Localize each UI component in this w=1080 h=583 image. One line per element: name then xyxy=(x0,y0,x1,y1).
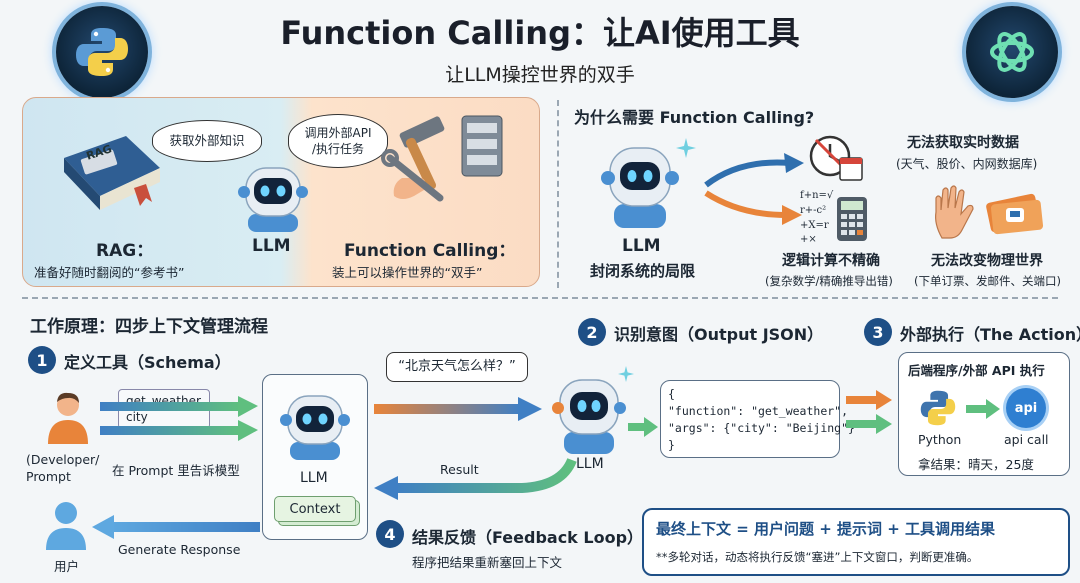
llm-center-label: LLM xyxy=(300,470,328,486)
step4-num: 4 xyxy=(384,524,396,544)
openai-logo-icon xyxy=(990,32,1034,72)
llm-label-top-right: LLM xyxy=(622,236,661,256)
item2-title: 逻辑计算不精确 xyxy=(782,253,880,269)
json-output-box xyxy=(660,380,840,458)
bubble-fc: 调用外部API /执行任务 xyxy=(288,114,388,168)
fc-desc: 装上可以操作世界的“双手” xyxy=(332,265,483,280)
step4-desc: 程序把结果重新塞回上下文 xyxy=(412,555,563,570)
llm-to-llm-arrow xyxy=(374,397,542,421)
json-line-3: "args": {"city": "Beijing"} xyxy=(668,421,855,435)
openai-logo-badge xyxy=(966,6,1058,98)
page-title: Function Calling：让AI使用工具 xyxy=(280,14,800,52)
step4-title: 结果反馈（Feedback Loop） xyxy=(412,528,644,547)
why-heading: 为什么需要 Function Calling? xyxy=(574,108,815,127)
exec-result: 拿结果：晴天，25度 xyxy=(918,457,1034,472)
item1-title: 无法获取实时数据 xyxy=(907,135,1019,151)
formula-line-4: +× xyxy=(800,234,817,245)
prompt-note: 在 Prompt 里告诉模型 xyxy=(112,463,240,478)
robot-icon-llm-right-top xyxy=(601,147,679,228)
step1-badge: 1 xyxy=(28,346,56,374)
step2-badge: 2 xyxy=(578,318,606,346)
api-call-label: api call xyxy=(1004,432,1049,447)
robot-icon-llm-top xyxy=(238,167,308,232)
server-icon xyxy=(461,115,503,177)
hammer-wrench-icon xyxy=(381,116,445,202)
python-logo-icon xyxy=(76,28,128,76)
item2-desc: (复杂数学/精确推导出错) xyxy=(765,274,893,288)
json-line-4: } xyxy=(668,438,675,452)
bubble-rag: 获取外部知识 xyxy=(152,120,262,162)
item1-desc: (天气、股价、内网数据库) xyxy=(896,157,1038,171)
item3-title: 无法改变物理世界 xyxy=(931,253,1043,269)
step2-num: 2 xyxy=(586,322,598,342)
api-icon-text: api xyxy=(1014,400,1038,416)
response-arrow xyxy=(92,515,260,539)
final-desc: **多轮对话，动态将执行反馈“塞进”上下文窗口，判断更准确。 xyxy=(656,550,979,564)
arrows-to-limitations xyxy=(704,153,804,225)
calculator-icon xyxy=(837,197,867,241)
hand-icon xyxy=(935,185,974,239)
json-line-2: "function": "get_weather", xyxy=(668,404,849,418)
api-icon: api xyxy=(1006,388,1046,428)
schema-to-llm-arrows xyxy=(100,396,258,441)
final-title: 最终上下文 = 用户问题 + 提示词 + 工具调用结果 xyxy=(656,520,996,538)
python-to-api-arrow xyxy=(966,399,1000,419)
python-label: Python xyxy=(918,432,962,447)
sparkle-icon xyxy=(676,138,696,158)
llm-right-label: LLM xyxy=(576,456,604,472)
result-label: Result xyxy=(440,462,479,477)
developer-label: (Developer/ Prompt xyxy=(26,452,100,484)
python-logo-badge xyxy=(56,6,148,98)
question-text: “北京天气怎么样？” xyxy=(398,359,516,375)
step4-badge: 4 xyxy=(376,520,404,548)
exec-title: 后端程序/外部 API 执行 xyxy=(908,363,1045,378)
step3-num: 3 xyxy=(872,322,884,342)
generate-response-label: Generate Response xyxy=(118,542,241,557)
context-label: Context xyxy=(289,501,341,517)
step3-title: 外部执行（The Action） xyxy=(900,325,1080,344)
ticket-icon xyxy=(986,193,1044,235)
question-bubble: “北京天气怎么样？” xyxy=(386,352,528,382)
book-icon xyxy=(64,136,160,210)
user-label: 用户 xyxy=(54,559,80,574)
formula-line-3: +X=r xyxy=(800,220,829,231)
section-divider-vertical xyxy=(557,100,559,288)
json-line-1: { xyxy=(668,387,675,401)
section-divider-horizontal xyxy=(22,297,1058,299)
step2-title: 识别意图（Output JSON） xyxy=(614,325,824,344)
rag-title: RAG： xyxy=(96,241,154,261)
llm-closed-desc: 封闭系统的局限 xyxy=(590,262,696,280)
step1-num: 1 xyxy=(36,350,48,370)
context-card: Context xyxy=(274,496,356,522)
formula-line-1: f+n=√ xyxy=(800,190,834,201)
fc-title: Function Calling： xyxy=(344,241,516,261)
step1-title: 定义工具（Schema） xyxy=(64,353,231,372)
page-subtitle: 让LLM操控世界的双手 xyxy=(445,64,635,86)
schema-param: city xyxy=(126,410,148,424)
flow-heading: 工作原理：四步上下文管理流程 xyxy=(30,317,268,337)
user-icon xyxy=(46,502,86,550)
sparkle-icon-flow xyxy=(618,366,634,382)
robot-icon-llm-flow-right xyxy=(552,379,626,454)
bubble-rag-text: 获取外部知识 xyxy=(169,132,245,148)
python-icon xyxy=(920,390,956,426)
bubble-fc-text: 调用外部API /执行任务 xyxy=(304,125,372,156)
clock-icon xyxy=(809,135,863,181)
formula-line-2: r+-c² xyxy=(800,205,827,216)
json-to-exec-arrows xyxy=(846,390,892,434)
llm-to-json-arrow xyxy=(628,417,658,437)
step3-badge: 3 xyxy=(864,318,892,346)
llm-label-top-left: LLM xyxy=(252,236,291,256)
rag-desc: 准备好随时翻阅的“参考书” xyxy=(34,265,185,280)
developer-user-icon xyxy=(48,392,88,444)
result-back-arrow xyxy=(374,457,577,500)
item3-desc: (下单订票、发邮件、关端口) xyxy=(914,274,1061,288)
final-context-box xyxy=(642,508,1070,576)
robot-icon-llm-center xyxy=(280,395,350,460)
